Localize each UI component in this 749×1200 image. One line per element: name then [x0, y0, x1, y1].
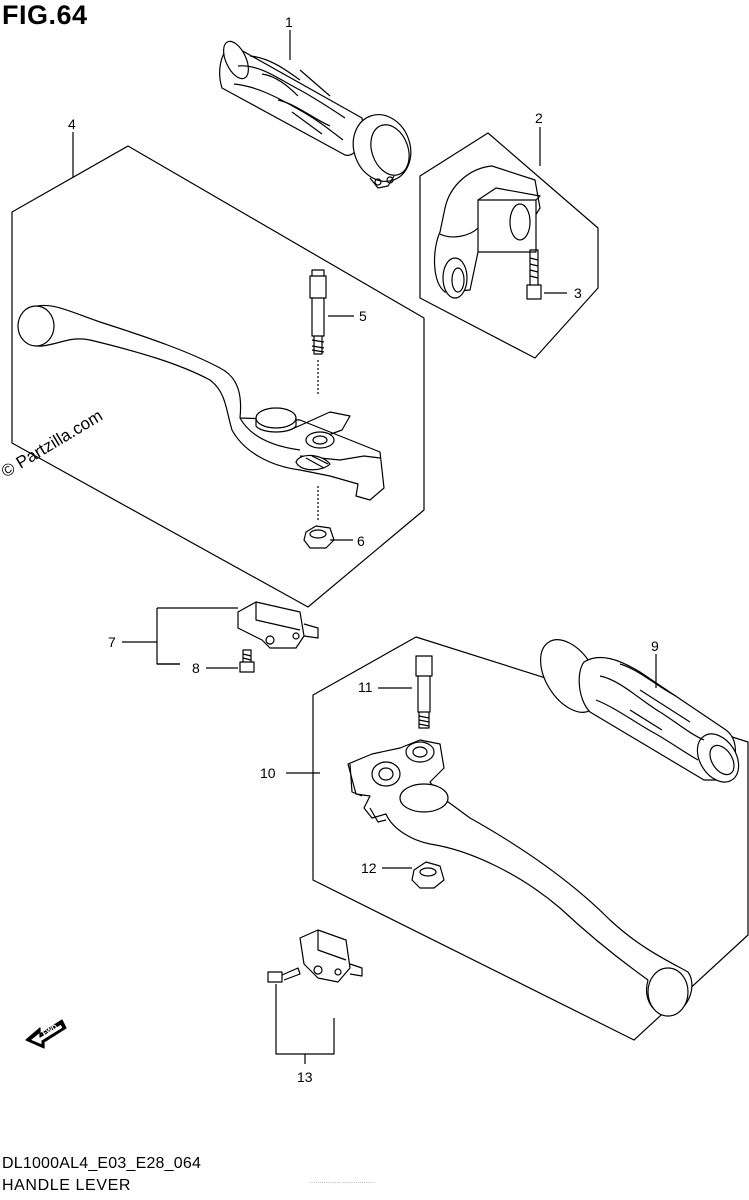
bolt-5: [309, 269, 327, 355]
switch-13: [267, 929, 363, 983]
fwd-arrow-icon: [25, 1019, 67, 1049]
screw-3: [526, 249, 542, 300]
section-title: HANDLE LEVER: [2, 1177, 132, 1194]
callout-6: 6: [357, 533, 365, 549]
bolt-11: [415, 655, 433, 729]
model-code: DL1000AL4_E03_E28_064: [2, 1155, 202, 1172]
switch-housing-2: [433, 165, 541, 299]
tiny-mark: ················ ·················: [310, 1180, 375, 1187]
nut-12: [411, 861, 445, 889]
clutch-lever-10: [347, 739, 693, 1017]
callout-9: 9: [651, 638, 659, 654]
callout-12: 12: [361, 860, 377, 876]
panel-4-outline: [11, 145, 425, 608]
callout-3: 3: [574, 285, 582, 301]
nut-6: [303, 525, 335, 549]
switch-7: [237, 601, 319, 649]
callout-1: 1: [285, 14, 293, 30]
grip-1: [219, 40, 412, 189]
callout-4: 4: [68, 116, 76, 132]
callout-labels: 1 2 3 4 5 6 7 8 9 10 11 12 13 FWD: [42, 14, 660, 1085]
callout-8: 8: [192, 660, 200, 676]
brake-lever-4: [17, 304, 385, 501]
figure-title: FIG.64: [2, 0, 88, 30]
screw-8: [239, 649, 255, 673]
panel-2-outline: [419, 132, 599, 359]
callout-5: 5: [359, 308, 367, 324]
callout-11: 11: [358, 679, 373, 695]
callout-13: 13: [297, 1069, 313, 1085]
callout-2: 2: [535, 110, 543, 126]
grip-9: [540, 639, 740, 783]
leader-lines: [72, 30, 657, 1064]
callout-7: 7: [108, 634, 116, 650]
panel-10-outline: [312, 636, 749, 1041]
callout-10: 10: [260, 765, 276, 781]
